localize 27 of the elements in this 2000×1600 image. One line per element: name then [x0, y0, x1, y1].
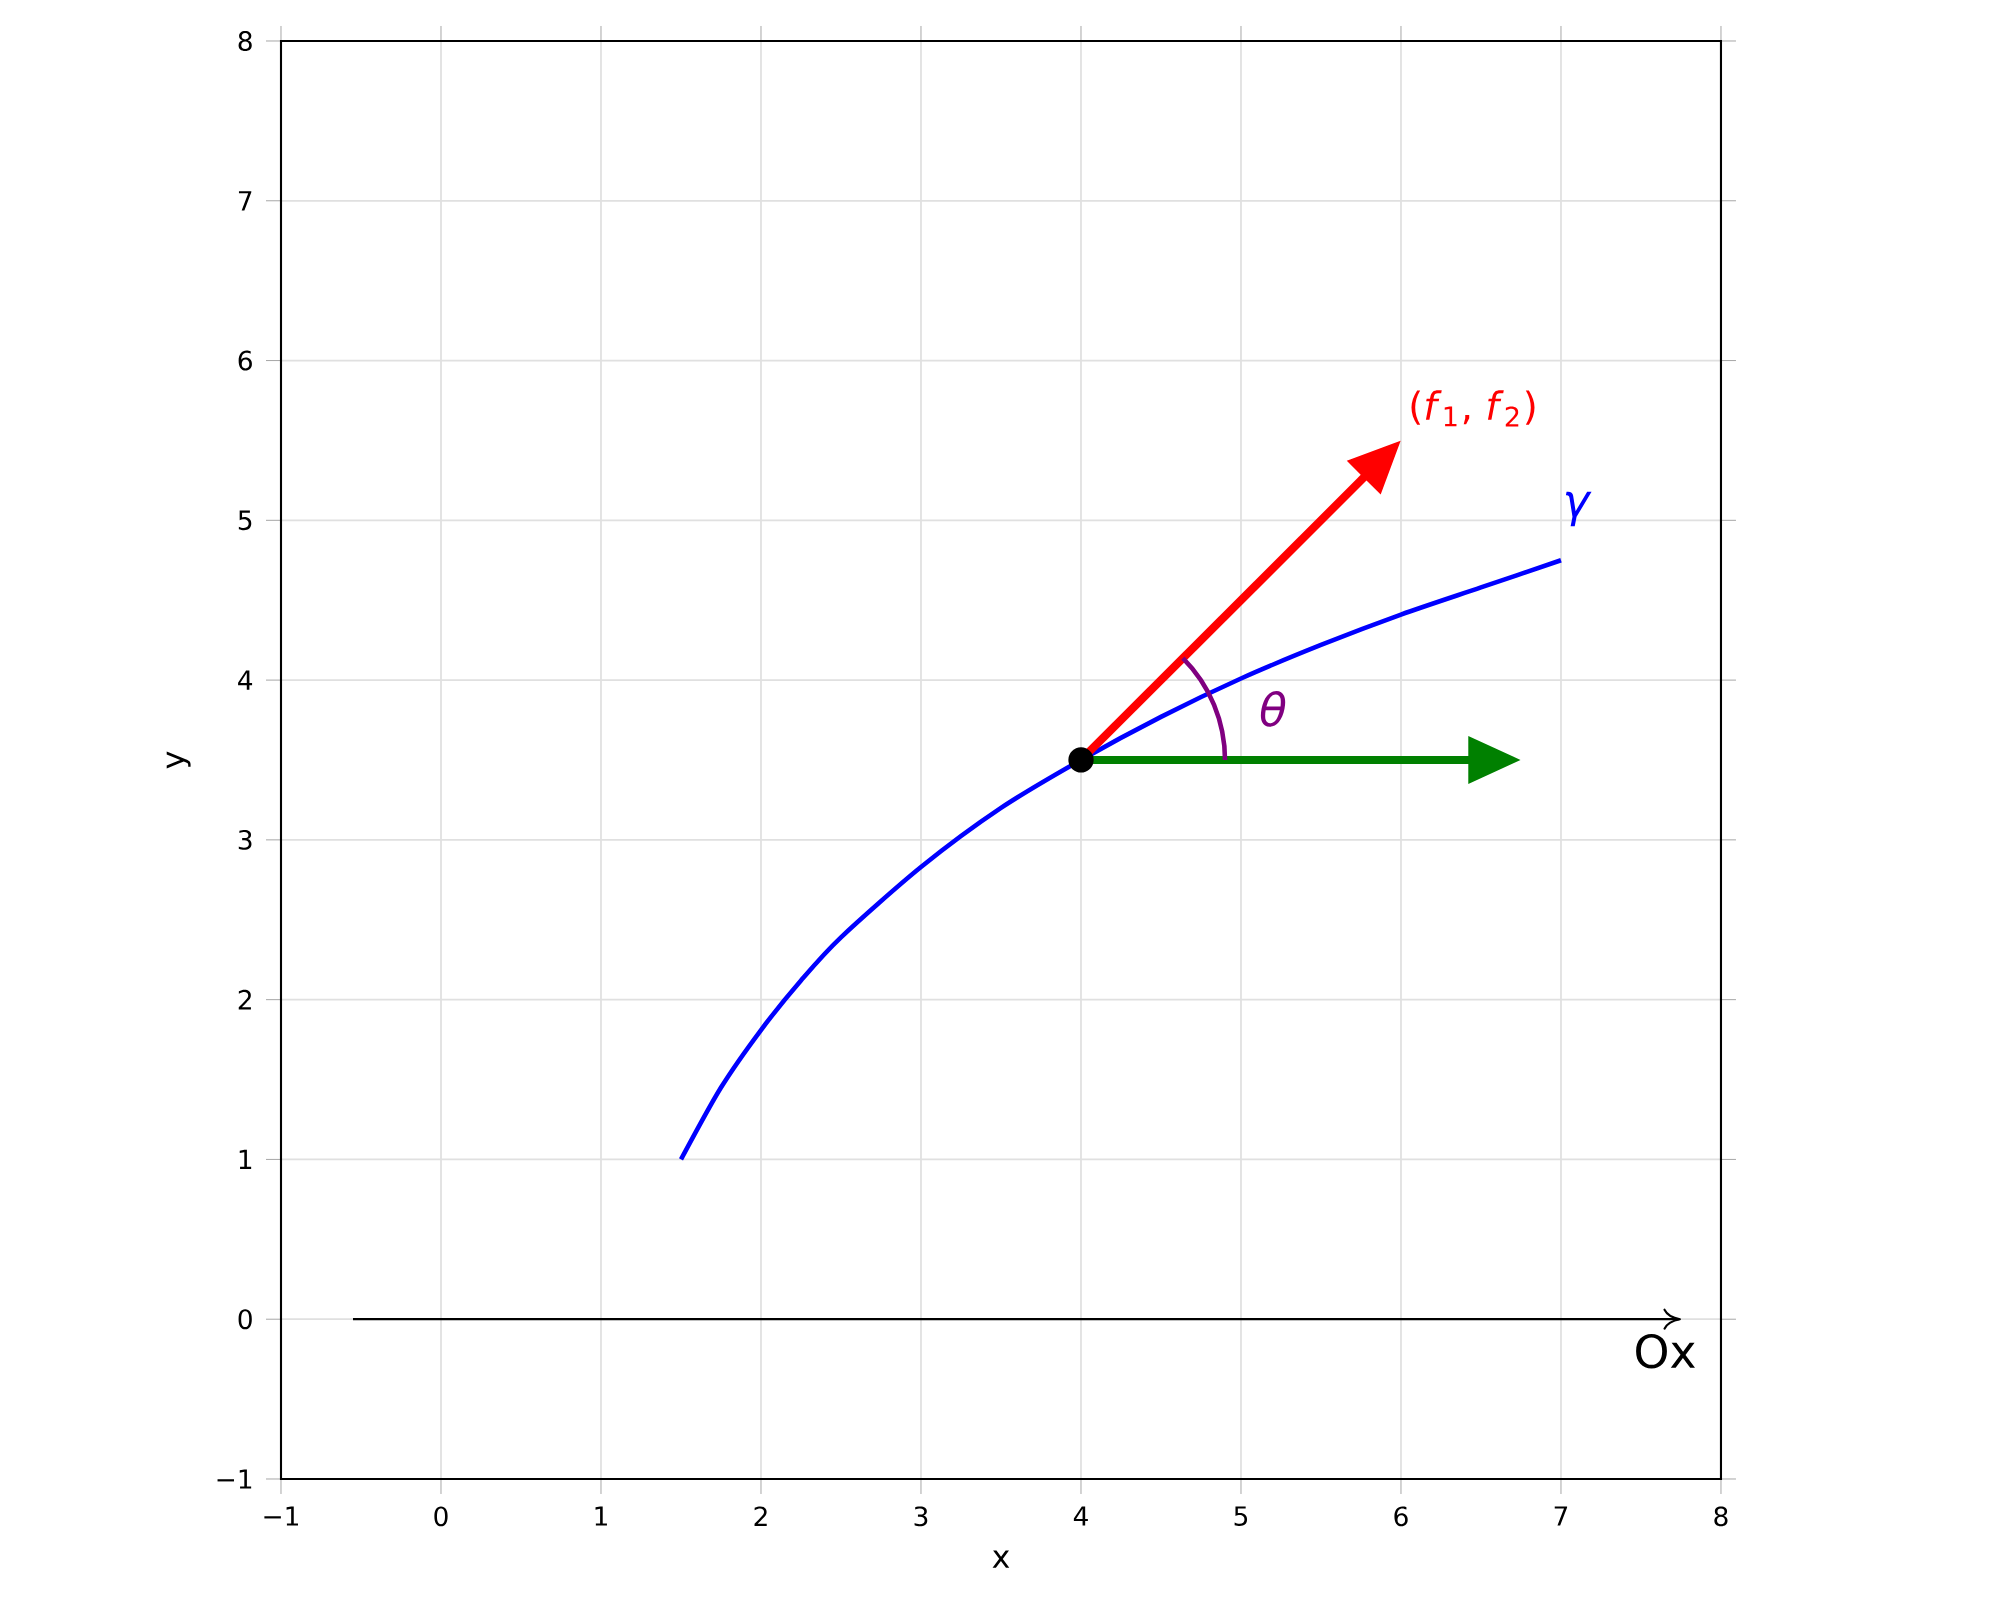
- y-tick-label: 3: [238, 829, 252, 850]
- x-tick-label: 2: [754, 1506, 767, 1526]
- x-tick-label: 7: [1554, 1506, 1568, 1526]
- annotation-label: γ: [1565, 491, 1592, 527]
- line-series: [678, 557, 1564, 1162]
- y-axis-title: y: [166, 751, 191, 769]
- y-tick-label: 5: [238, 510, 252, 531]
- x-tick-label: 6: [1394, 1506, 1408, 1527]
- annotation-label: Ox: [1636, 1333, 1695, 1369]
- y-tick-label: 1: [239, 1149, 252, 1170]
- x-tick-label: 8: [1714, 1506, 1728, 1527]
- y-tick-label: 4: [238, 670, 253, 690]
- x-tick-label: 4: [1073, 1506, 1088, 1526]
- annotation-label: θ: [1260, 691, 1286, 727]
- y-tick-label: 8: [238, 31, 252, 51]
- y-tick-label: −1: [217, 1469, 252, 1489]
- x-tick-label: 5: [1234, 1506, 1248, 1526]
- y-tick-label: 0: [238, 1309, 252, 1330]
- x-tick-label: 1: [595, 1506, 607, 1526]
- x-tick-label: 0: [434, 1506, 448, 1527]
- x-axis-title: x: [992, 1550, 1010, 1568]
- y-tick-label: 2: [238, 989, 251, 1010]
- annotation-label: (f$_{1}$, f$_{2}$): [1411, 390, 1535, 427]
- y-tick-label: 7: [238, 191, 252, 211]
- x-tick-label: 3: [914, 1506, 928, 1527]
- y-tick-label: 6: [238, 350, 252, 371]
- x-tick-label: −1: [264, 1506, 298, 1526]
